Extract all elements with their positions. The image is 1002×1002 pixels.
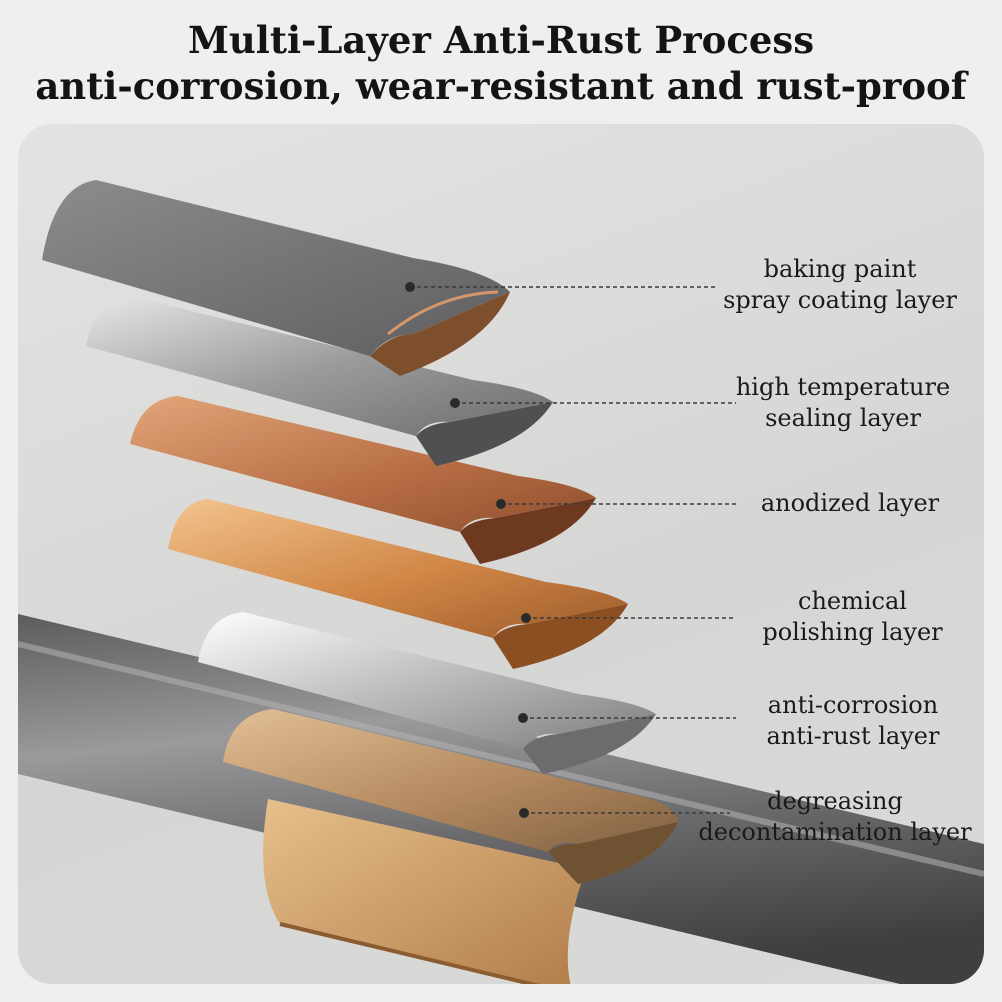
diagram-subtitle: anti-corrosion, wear-resistant and rust-… [35,64,967,108]
layer-shell-anti-corrosion [198,612,656,774]
diagram-title: Multi-Layer Anti-Rust Process [187,18,815,62]
layer-illustration [18,180,984,984]
layer-shell-base [263,799,586,984]
layer-shell-degreasing [223,709,678,884]
layer-shell-chemical-polishing [168,499,628,669]
label-anodized: anodized layer [760,489,940,517]
layer-shell-anodized [130,396,596,564]
layer-shell-sealing [86,296,553,466]
illustration-panel [18,124,984,984]
leader-lines [410,286,736,814]
leader-dots [405,282,531,818]
layer-shell-baking-paint [42,180,510,376]
